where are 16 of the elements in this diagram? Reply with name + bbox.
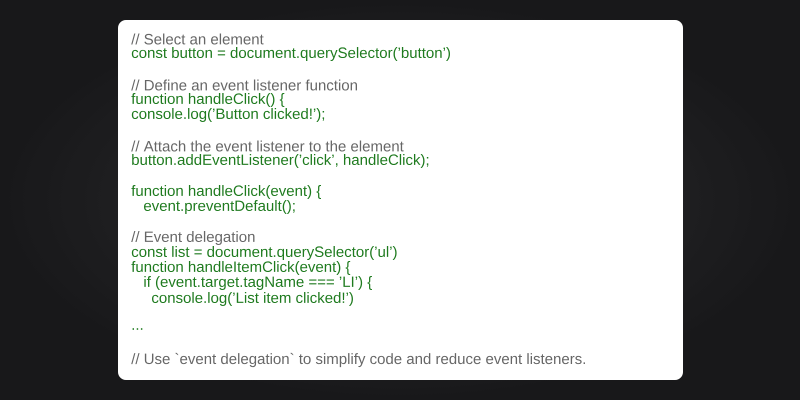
code-line: const button = document.querySelector(’button’) bbox=[132, 47, 450, 61]
comment-line: // Attach the event listener to the element bbox=[131, 140, 404, 152]
code-line: function handleClick(event) { bbox=[131, 185, 321, 199]
code-line: function handleClick() { bbox=[131, 93, 284, 107]
comment-line: // Define an event listener function bbox=[131, 80, 357, 90]
code-line: button.addEventListener(’click’, handleClick); bbox=[132, 154, 428, 168]
code-line: console.log(’List item clicked!’) bbox=[152, 292, 353, 306]
comment-line: // Event delegation bbox=[131, 231, 254, 245]
code-line: ... bbox=[132, 328, 142, 330]
code-line: const list = document.querySelector(’ul’) bbox=[132, 246, 397, 260]
code-line: console.log(’Button clicked!’); bbox=[132, 108, 324, 122]
comment-line: // Select an element bbox=[131, 34, 264, 44]
code-line: function handleItemClick(event) { bbox=[131, 261, 350, 275]
code-line: if (event.target.tagName === ’LI’) { bbox=[144, 276, 372, 290]
comment-line: // Use `event delegation` to simplify code and reduce event listeners. bbox=[131, 352, 585, 368]
code-line: event.preventDefault(); bbox=[144, 200, 295, 214]
